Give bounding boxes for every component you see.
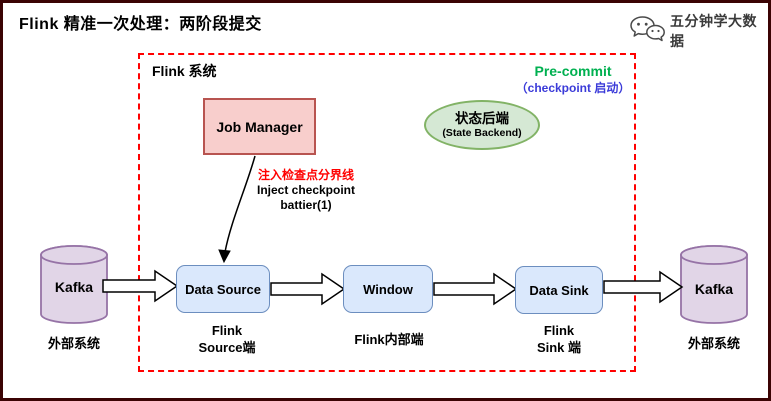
page-title: Flink 精准一次处理：两阶段提交 <box>19 16 262 33</box>
inject-checkpoint-note: 注入检查点分界线 Inject checkpoint battier(1) <box>250 168 362 213</box>
state-backend-ellipse: 状态后端 (State Backend) <box>424 100 540 150</box>
pre-commit-annotation: Pre-commit （checkpoint 启动） <box>508 63 638 97</box>
caption-flink-internal-line1: Flink内部端 <box>354 332 424 347</box>
caption-flink-internal: Flink内部端 <box>339 331 439 348</box>
state-backend-label-zh: 状态后端 <box>455 110 509 126</box>
node-window: Window <box>343 265 433 313</box>
pre-commit-subtitle: （checkpoint 启动） <box>515 81 631 95</box>
inject-note-line2: Inject checkpoint <box>256 183 356 197</box>
kafka-label-left: Kafka <box>54 279 94 295</box>
caption-flink-sink: Flink Sink 端 <box>509 322 609 356</box>
kafka-label-right: Kafka <box>694 281 734 297</box>
brand: 五分钟学大数据 <box>629 11 768 51</box>
caption-flink-sink-line1: Flink <box>543 323 575 338</box>
flink-system-label: Flink 系统 <box>152 63 217 79</box>
caption-flink-source-line2: Source端 <box>198 340 256 355</box>
wechat-icon <box>629 15 666 47</box>
flink-system-boundary <box>138 53 636 372</box>
pre-commit-title: Pre-commit <box>534 63 612 79</box>
external-system-caption-right: 外部系统 <box>687 336 740 351</box>
caption-flink-source-line1: Flink <box>211 323 243 338</box>
job-manager-box: Job Manager <box>203 98 316 155</box>
inject-note-line1: 注入检查点分界线 <box>257 168 354 182</box>
node-data-sink: Data Sink <box>515 266 603 314</box>
caption-flink-sink-line2: Sink 端 <box>536 340 582 355</box>
external-system-caption-left: 外部系统 <box>47 336 100 351</box>
brand-name: 五分钟学大数据 <box>670 13 757 49</box>
state-backend-label-en: (State Backend) <box>442 126 522 139</box>
caption-flink-source: Flink Source端 <box>177 322 277 356</box>
inject-note-line3: battier(1) <box>280 198 332 212</box>
node-data-source: Data Source <box>176 265 270 313</box>
